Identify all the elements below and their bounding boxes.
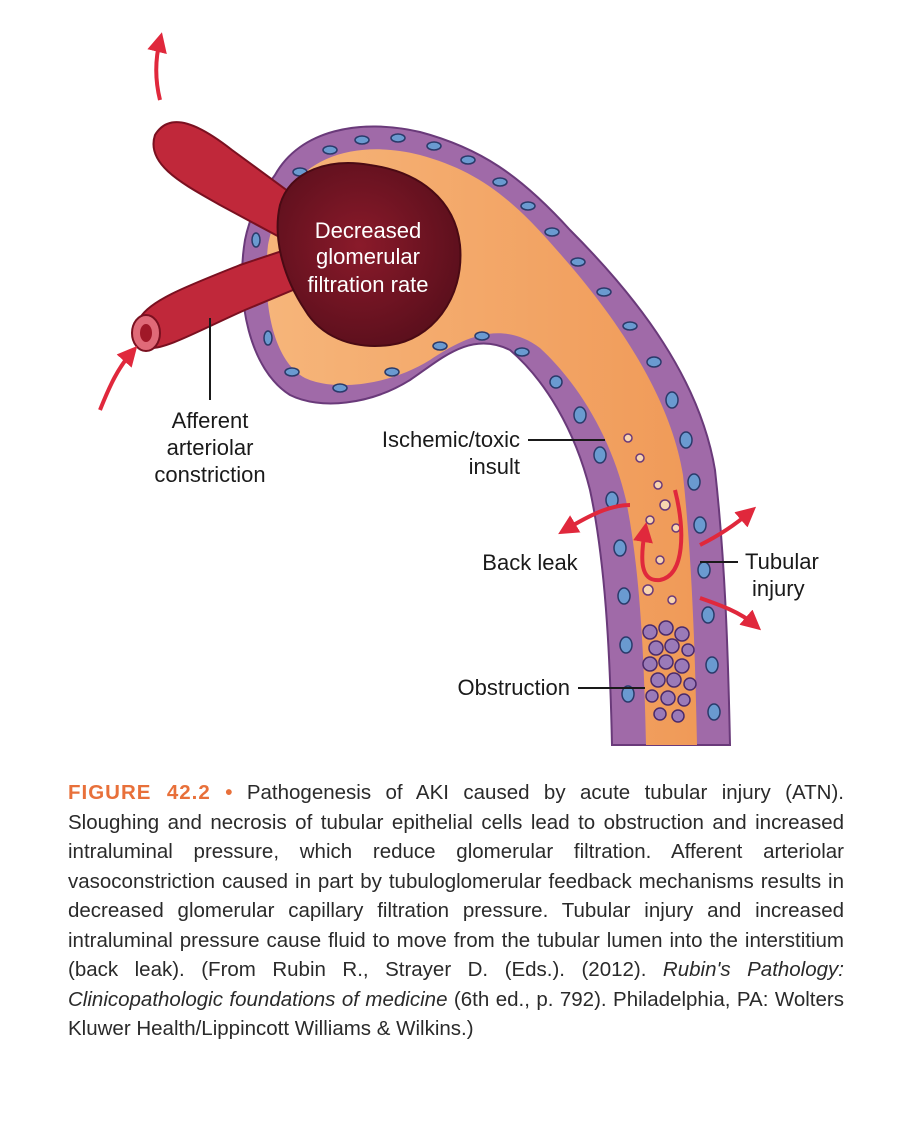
ischemic-label-line1: Ischemic/toxic xyxy=(382,427,520,452)
afferent-label-line3: constriction xyxy=(154,462,265,487)
back-leak-label: Back leak xyxy=(482,550,578,575)
epithelial-nuclei xyxy=(251,133,721,721)
obstruction-label: Obstruction xyxy=(458,675,571,700)
caption-source-title: Rubin's Pathology: Clinicopathologic fou… xyxy=(68,958,844,1011)
sloughed-cells xyxy=(623,433,681,605)
ischemic-label-line2: insult xyxy=(469,454,520,479)
afferent-label-line2: arteriolar xyxy=(167,435,254,460)
afferent-label-line1: Afferent xyxy=(172,408,249,433)
gfr-label-line1: Decreased xyxy=(315,218,421,243)
tubular-label-line1: Tubular xyxy=(745,549,819,574)
caption-text-2: (6th ed., p. 792). Philadelphia, PA: Wol… xyxy=(68,987,844,1041)
leader-lines xyxy=(209,318,738,689)
gfr-label-line2: glomerular xyxy=(316,244,420,269)
back-leak-arrow xyxy=(558,503,631,535)
glomerulus xyxy=(276,162,462,347)
figure-number: FIGURE 42.2 xyxy=(68,781,211,804)
afferent-flow-arrow xyxy=(98,345,138,411)
obstruction-cluster xyxy=(642,620,697,723)
figure-caption: FIGURE 42.2 • Pathogenesis of AKI caused… xyxy=(68,778,844,1044)
caption-text-1: Pathogenesis of AKI caused by acute tubu… xyxy=(68,781,844,981)
tubular-leak-arrow-upper xyxy=(699,506,757,547)
tubular-leak-arrow-lower xyxy=(699,596,762,631)
gfr-label-line3: filtration rate xyxy=(307,272,428,297)
caption-bullet: • xyxy=(225,781,233,804)
intraluminal-pressure-arrow xyxy=(633,489,684,583)
glomerulus-tubule-diagram: Decreased glomerular filtration rate Aff… xyxy=(98,32,819,746)
efferent-flow-arrow xyxy=(147,32,167,101)
tubular-label-line2: injury xyxy=(752,576,805,601)
